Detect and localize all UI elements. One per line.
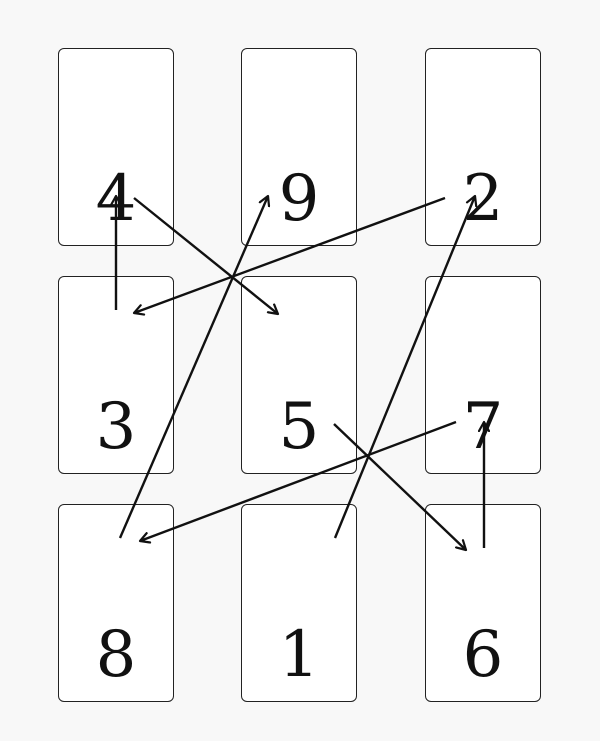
- card-number: 4: [95, 162, 137, 236]
- card-number: 9: [278, 162, 320, 236]
- card-number: 7: [462, 390, 504, 464]
- card-9: 9: [241, 48, 357, 246]
- card-number: 8: [95, 618, 137, 692]
- card-5: 5: [241, 276, 357, 474]
- card-7: 7: [425, 276, 541, 474]
- card-4: 4: [58, 48, 174, 246]
- card-3: 3: [58, 276, 174, 474]
- card-number: 6: [462, 618, 504, 692]
- card-number: 3: [95, 390, 137, 464]
- card-1: 1: [241, 504, 357, 702]
- card-8: 8: [58, 504, 174, 702]
- card-number: 5: [278, 390, 320, 464]
- card-number: 2: [462, 162, 504, 236]
- card-number: 1: [278, 618, 320, 692]
- card-2: 2: [425, 48, 541, 246]
- card-6: 6: [425, 504, 541, 702]
